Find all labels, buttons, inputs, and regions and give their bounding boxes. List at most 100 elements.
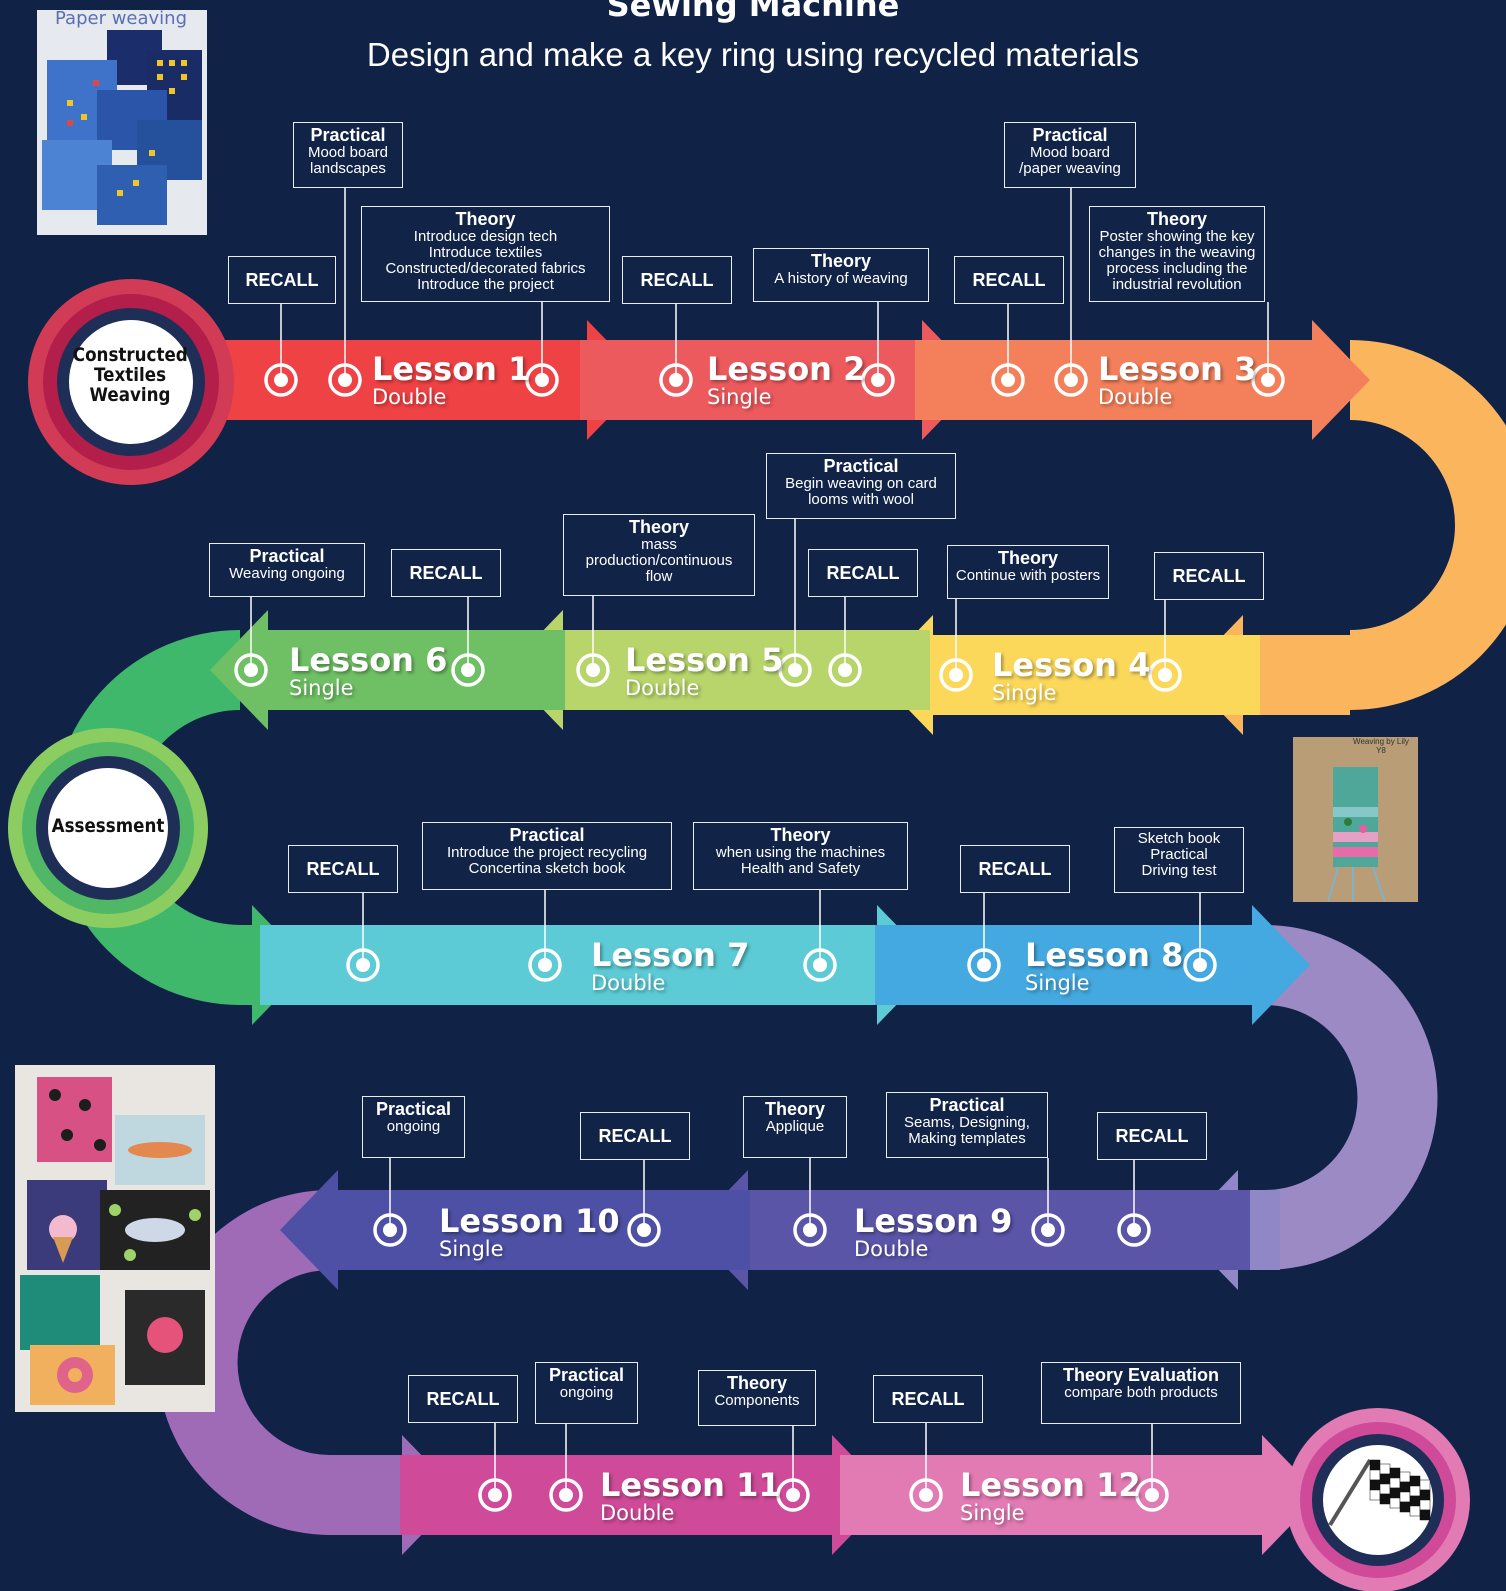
activity-detail: Weaving ongoing [229,565,345,582]
activity-detail: landscapes [310,160,386,177]
activity-detail: Applique [765,1118,825,1135]
lesson-length: Double [600,1501,675,1525]
assessment-badge-label: Assessment [51,815,165,837]
activity-heading: RECALL [1115,1125,1189,1146]
lesson-name: Lesson 2 [707,350,866,388]
lesson-1-arrow [215,320,645,440]
milestone-ring-15 [1148,658,1182,692]
activity-detail: Introduce the project recycling [446,844,648,861]
activity-heading: Theory [997,548,1058,568]
curve-lesson-8-to-9 [1265,925,1438,1270]
lesson-name: Lesson 4 [992,646,1151,684]
activity-detail: Making templates [908,1130,1026,1147]
lesson-name: Lesson 10 [439,1202,620,1240]
lesson-length: Double [372,385,447,409]
activity-heading: Theory [628,517,689,537]
lesson-7-arrow [260,905,935,1025]
milestone-dot-24 [1041,1223,1055,1237]
lesson-6-arrow [210,610,565,730]
lesson-name: Lesson 1 [372,350,531,388]
milestone-dot-29 [919,1488,933,1502]
lesson-name: Lesson 12 [960,1466,1141,1504]
applique-samples-photo [15,1065,215,1412]
milestone-ring-7 [1054,363,1088,397]
activity-detail: A history of weaving [774,270,908,287]
milestone-dot-6 [1001,373,1015,387]
lesson-12-arrow [840,1435,1320,1555]
milestone-ring-13 [828,653,862,687]
activity-detail: Concertina sketch book [468,860,626,877]
activity-detail: /paper weaving [1019,160,1121,177]
lily-weaving-caption: Weaving by Lily Y8 [1353,737,1409,755]
milestone-ring-16 [346,948,380,982]
milestone-dot-13 [838,663,852,677]
lesson-name: Lesson 7 [591,936,750,974]
activity-heading: RECALL [409,562,483,583]
activity-detail: Introduce the project [417,276,554,293]
milestone-ring-2 [328,363,362,397]
paper-weaving-photo: Paper weaving [37,10,207,235]
milestone-ring-14 [939,658,973,692]
milestone-dot-4 [669,373,683,387]
milestone-dot-2 [338,373,352,387]
milestone-ring-28 [776,1478,810,1512]
lesson-length: Single [992,681,1057,705]
activity-detail: flow [645,568,673,585]
milestone-ring-30 [1135,1478,1169,1512]
lesson-10-arrow [280,1170,750,1290]
recall-box: RECALL [960,845,1070,893]
milestone-ring-23 [793,1213,827,1247]
activity-heading: Theory [770,825,831,845]
milestone-ring-26 [478,1478,512,1512]
milestone-dot-12 [788,663,802,677]
lesson-name: Lesson 6 [289,641,448,679]
lesson-length: Single [960,1501,1025,1525]
recall-box: RECALL [954,256,1064,304]
milestone-dot-22 [637,1223,651,1237]
activity-detail: Begin weaving on card [785,475,937,492]
lesson-name: Lesson 8 [1025,936,1184,974]
milestone-dot-17 [538,958,552,972]
lesson-length: Double [1098,385,1173,409]
milestone-ring-4 [659,363,693,397]
recall-box: RECALL [1097,1112,1207,1160]
lesson-11-arrow [400,1435,890,1555]
milestone-dot-3 [535,373,549,387]
activity-detail: Continue with posters [955,567,1101,584]
activity-detail: Poster showing the key [1099,228,1255,245]
lesson-length: Double [854,1237,929,1261]
milestone-dot-27 [559,1488,573,1502]
milestone-dot-16 [356,958,370,972]
activity-heading: Practical [823,456,899,476]
lesson-length: Single [1025,971,1090,995]
lesson-5-arrow [505,610,930,730]
milestone-ring-22 [627,1213,661,1247]
page-title: Sewing Machine [606,0,900,24]
activity-heading: Theory [1146,209,1207,229]
milestone-ring-10 [451,653,485,687]
start-badge-label: Constructed Textiles Weaving [72,344,188,406]
activity-heading: Practical [310,125,386,145]
milestone-dot-7 [1064,373,1078,387]
activity-heading: RECALL [978,858,1052,879]
start-badge [28,279,234,485]
milestone-ring-21 [373,1213,407,1247]
activity-detail: Components [714,1392,800,1409]
activity-detail: ongoing [386,1118,441,1135]
activity-heading: Theory [455,209,516,229]
activity-heading: RECALL [640,269,714,290]
